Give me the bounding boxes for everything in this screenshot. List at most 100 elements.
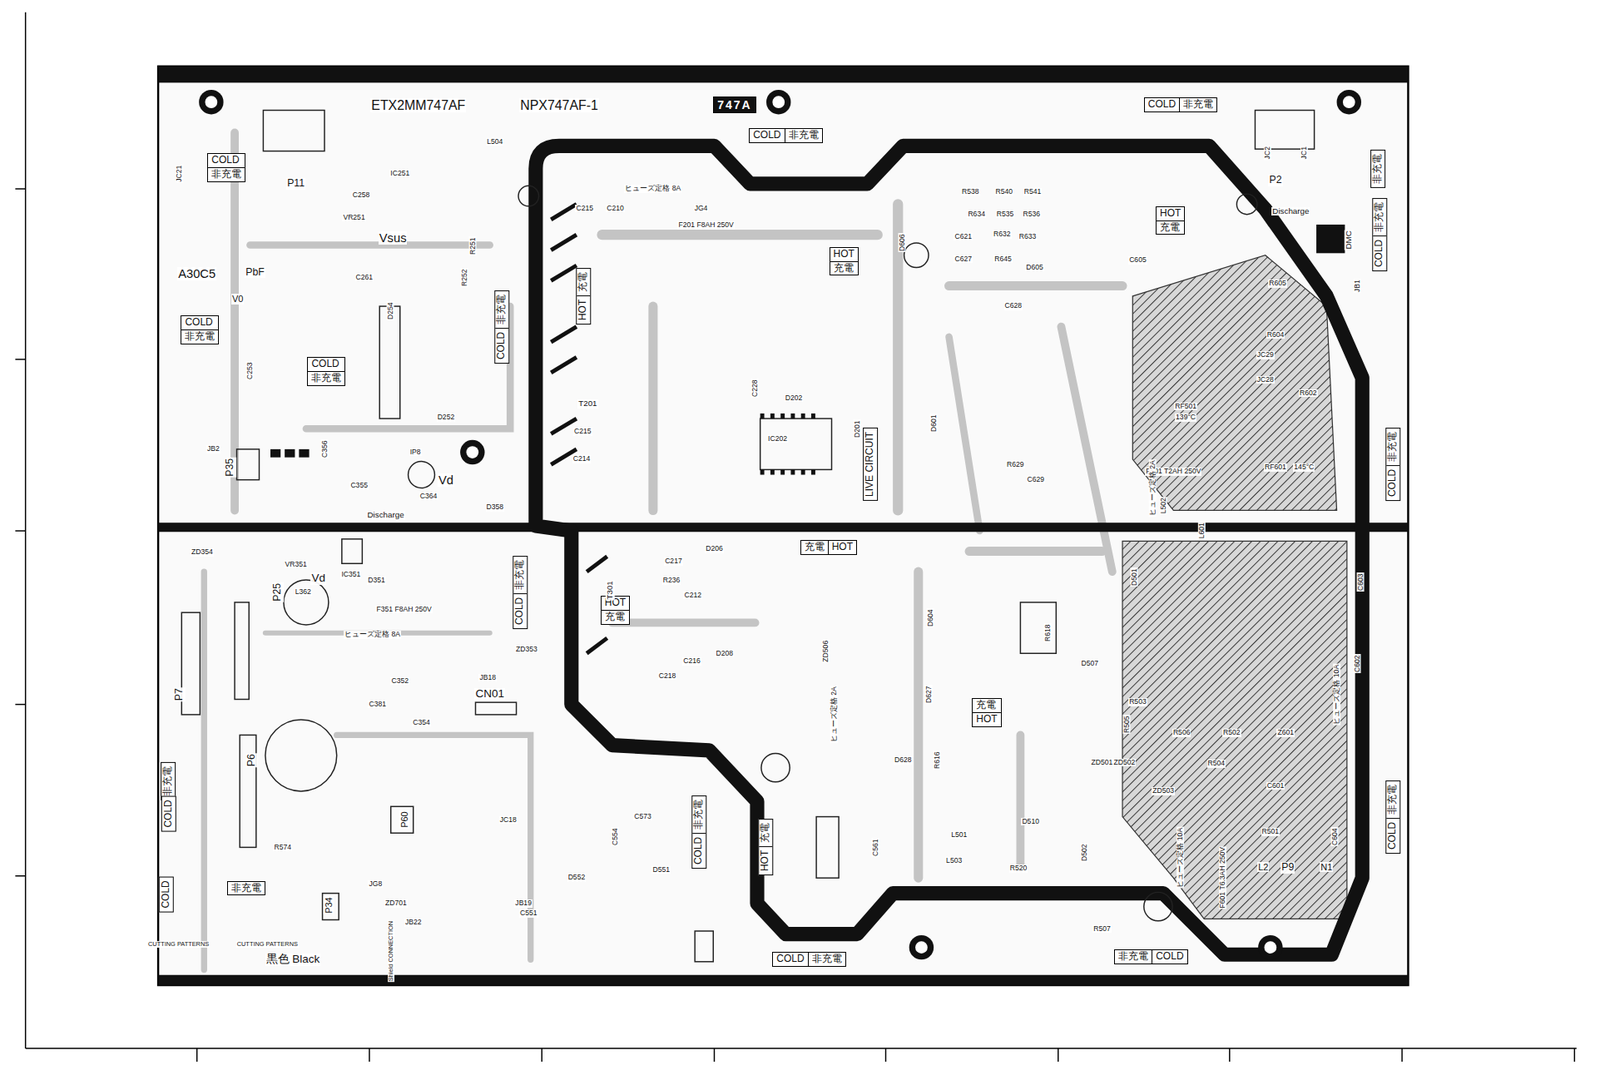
zone-marking: COLD [749, 128, 784, 143]
silkscreen-label: R503 [1128, 698, 1148, 706]
silkscreen-label: ZD506 [822, 639, 831, 664]
zone-marking-box: 非充電 [227, 881, 266, 897]
zone-marking: HOT [972, 712, 1001, 727]
silkscreen-label: R506 [1172, 728, 1192, 737]
silkscreen-label: ZD353 [515, 645, 539, 654]
zone-marking: COLD [161, 796, 175, 831]
silkscreen-label: R632 [992, 230, 1012, 238]
silkscreen-label: C212 [683, 591, 703, 600]
silkscreen-label: L502 [1159, 496, 1167, 515]
silkscreen-label: R501 [1261, 827, 1281, 836]
silkscreen-label: ヒューズ定格 8A [343, 630, 402, 639]
silkscreen-label: D628 [893, 756, 913, 764]
zone-marking: 非充電 [1386, 428, 1400, 466]
silkscreen-label: R633 [1018, 232, 1038, 241]
silkscreen-label: C356 [320, 440, 328, 460]
copper-traces [203, 133, 1123, 971]
zone-marking-box: COLD非充電 [691, 795, 707, 869]
zone-marking: 非充電 [161, 762, 175, 800]
silkscreen-label: C573 [633, 812, 653, 821]
silkscreen-label: ZD354 [190, 548, 214, 556]
zone-marking-box: COLD非充電 [1372, 198, 1387, 272]
zone-marking: 非充電 [307, 371, 345, 386]
slant-marks [550, 203, 607, 654]
silkscreen-label: R616 [932, 751, 941, 771]
silkscreen-label: IC251 [389, 169, 411, 178]
zone-marking-box: HOT充電 [757, 818, 773, 876]
zone-marking-box: COLD非充電 [180, 315, 219, 345]
zone-marking-box: 非充電COLD [1114, 949, 1188, 965]
silkscreen-label: C364 [419, 492, 439, 501]
silkscreen-label: R605 [1268, 279, 1288, 288]
silkscreen-label: RF601 [1263, 463, 1288, 471]
silkscreen-label: D551 [651, 866, 671, 874]
zone-marking-box: COLD非充電 [513, 554, 529, 629]
zone-marking: 充電 [1156, 220, 1184, 235]
component-outlines [181, 110, 1314, 962]
silkscreen-label: C627 [953, 255, 973, 263]
board-outline [158, 66, 1408, 986]
zone-marking-box: COLD非充電 [494, 289, 510, 363]
silkscreen-label: T201 [577, 399, 598, 409]
silkscreen-label: C352 [390, 677, 410, 685]
zone-marking: 充電 [577, 268, 591, 297]
zone-marking: 充電 [972, 698, 1001, 713]
zone-marking: 非充電 [692, 796, 706, 834]
silkscreen-label: R252 [460, 267, 468, 288]
silkscreen-label: R504 [1207, 759, 1227, 768]
silkscreen-label: CUTTING PATTERNS [147, 941, 210, 948]
silkscreen-label: IC202 [767, 435, 788, 443]
zone-marking: COLD [1386, 817, 1400, 853]
zone-marking: COLD [1151, 950, 1187, 964]
silkscreen-label: D510 [1020, 817, 1041, 826]
silkscreen-label: D208 [714, 649, 734, 658]
silkscreen-label: R541 [1023, 188, 1043, 196]
silkscreen-label: C381 [367, 700, 387, 709]
silkscreen-label: P7 [173, 687, 186, 702]
silkscreen-label: R536 [1022, 210, 1042, 218]
silkscreen-label: D358 [485, 503, 506, 511]
silkscreen-label: JC29 [1256, 351, 1275, 359]
silkscreen-label: D627 [924, 684, 932, 704]
silkscreen-label: D502 [1080, 842, 1089, 862]
silkscreen-label: P25 [272, 582, 284, 603]
zone-marking: COLD [514, 593, 528, 628]
silkscreen-label: CN01 [474, 688, 506, 701]
silkscreen-label: C551 [519, 909, 539, 917]
silkscreen-label: R618 [1044, 623, 1052, 643]
silkscreen-label: JB2 [206, 445, 221, 453]
silkscreen-label: VR251 [341, 213, 366, 222]
silkscreen-label: ヒューズ定格 2A [829, 685, 838, 744]
zone-marking: HOT [577, 296, 591, 324]
zone-marking: 非充電 [784, 128, 823, 143]
silkscreen-label: JC18 [499, 816, 518, 824]
zone-marking: 非充電 [807, 952, 846, 966]
zone-marking: 非充電 [514, 555, 528, 594]
silkscreen-label: C601 [1266, 782, 1286, 790]
silkscreen-label: P6 [246, 753, 258, 768]
silkscreen-label: 145°C [1292, 463, 1315, 471]
silkscreen-label: 黒色 Black [265, 953, 322, 966]
silkscreen-label: C628 [1004, 302, 1024, 310]
silkscreen-label: ヒューズ定格 10A [1176, 827, 1184, 889]
silkscreen-label: DMC [1344, 229, 1354, 250]
silkscreen-label: C217 [663, 557, 684, 565]
silkscreen-label: C216 [682, 657, 702, 665]
silkscreen-label: ETX2MM747AF [370, 98, 466, 113]
silkscreen-label: P2 [1268, 174, 1283, 187]
silkscreen-label: 139°C [1174, 413, 1197, 422]
silkscreen-label: Z601 [1276, 728, 1295, 737]
silkscreen-label: JC21 [175, 164, 184, 184]
silkscreen-label: JB22 [404, 918, 423, 927]
zone-marking: COLD [1144, 98, 1179, 112]
silkscreen-label: JB19 [514, 899, 533, 907]
silkscreen-label: NPX747AF-1 [519, 98, 600, 113]
zone-marking: 747A [713, 97, 755, 113]
silkscreen-label: ZD701 [384, 899, 408, 907]
silkscreen-label: C228 [751, 378, 759, 398]
silkscreen-label: D605 [1025, 263, 1045, 272]
silkscreen-label: Discharge [1271, 207, 1310, 217]
zone-marking: COLD [208, 153, 245, 168]
silkscreen-label: R602 [1298, 389, 1318, 397]
silkscreen-label: V0 [231, 293, 244, 304]
